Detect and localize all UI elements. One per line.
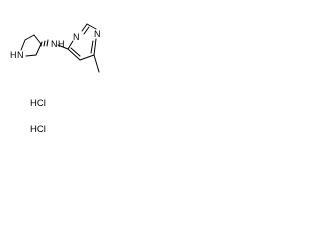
bond-c5-n1 bbox=[25, 54, 37, 57]
bond-c5-c4-double bbox=[70, 47, 81, 57]
bond-c6-c5 bbox=[79, 54, 95, 61]
bond-n1-c2 bbox=[20, 39, 26, 51]
hash-bar-2 bbox=[43, 40, 46, 47]
hash-bar-3 bbox=[46, 39, 49, 47]
linker-n-label: N bbox=[51, 39, 58, 49]
bond-c4-c5 bbox=[35, 43, 42, 56]
bond-c5-c4 bbox=[67, 48, 81, 61]
bond-c2-n1 bbox=[86, 23, 97, 30]
bond-n3-c2 bbox=[81, 23, 88, 32]
pyrimidine-n1-label: N bbox=[94, 29, 101, 39]
pyrimidine-n3-label: N bbox=[73, 32, 80, 42]
salt-label-1: HCl bbox=[30, 98, 46, 109]
bond-nh-c4pyr bbox=[57, 44, 69, 50]
linker-h-label: H bbox=[58, 39, 65, 49]
pyrimidine-ring bbox=[67, 23, 97, 61]
stereo-hash-bond bbox=[40, 39, 49, 47]
bond-c6-methyl bbox=[93, 54, 100, 73]
bond-n1-c6 bbox=[93, 38, 97, 56]
bond-c2-c3 bbox=[24, 34, 35, 41]
chemical-structure: H N N H N N HCl HCl bbox=[10, 23, 101, 135]
hash-bar-1 bbox=[40, 41, 43, 47]
ring-nh-h-label: H bbox=[10, 50, 17, 60]
pyrrolidine-ring bbox=[20, 34, 42, 57]
ring-nh-n-label: N bbox=[17, 50, 24, 60]
bond-c4-n3 bbox=[67, 40, 74, 50]
bond-n1-c6-double bbox=[90, 40, 94, 54]
salt-label-2: HCl bbox=[30, 124, 46, 135]
bond-c3-c4 bbox=[33, 34, 42, 45]
bond-n3-c2-double bbox=[83, 26, 90, 35]
